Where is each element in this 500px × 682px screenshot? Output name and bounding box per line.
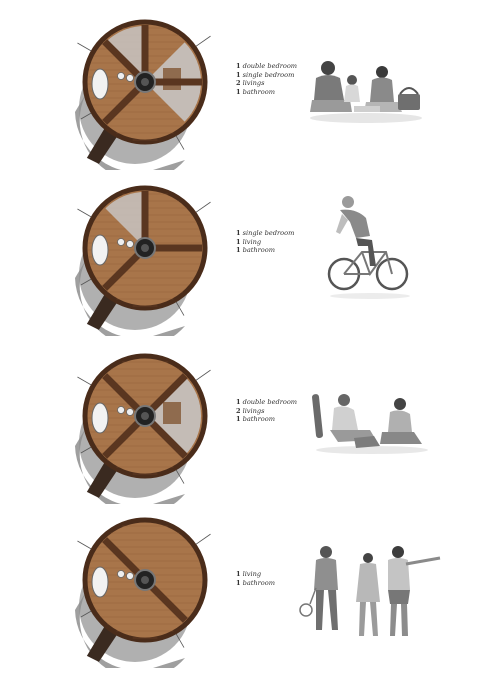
round-house-plan xyxy=(60,508,230,668)
sink-icon xyxy=(117,570,125,578)
round-house-plan xyxy=(60,344,230,504)
round-house-plan xyxy=(60,10,230,170)
couple-sitting-image xyxy=(310,390,430,456)
sink-icon xyxy=(117,238,125,246)
plan-svg xyxy=(75,185,211,336)
cyclist-image xyxy=(326,196,412,300)
core-hub xyxy=(141,244,149,252)
bathtub-icon xyxy=(91,402,109,434)
entrance-stair xyxy=(86,461,119,498)
bathtub-icon xyxy=(91,234,109,266)
round-house-plan xyxy=(60,176,230,336)
friends-walking-image xyxy=(296,544,446,640)
plan-svg xyxy=(75,19,211,170)
bathtub-icon xyxy=(91,68,109,100)
entrance-stair xyxy=(86,127,119,164)
bed-icon xyxy=(163,402,181,424)
toilet-icon xyxy=(126,572,134,580)
sink-icon xyxy=(117,72,125,80)
plan-svg xyxy=(75,353,211,504)
bedroom-area xyxy=(105,192,145,248)
toilet-icon xyxy=(126,240,134,248)
plan-svg xyxy=(75,517,211,668)
bathtub-icon xyxy=(91,566,109,598)
core-hub xyxy=(141,412,149,420)
entrance-stair xyxy=(86,293,119,330)
sink-icon xyxy=(117,406,125,414)
toilet-icon xyxy=(126,74,134,82)
core-hub xyxy=(141,78,149,86)
core-hub xyxy=(141,576,149,584)
toilet-icon xyxy=(126,408,134,416)
family-picnic-image xyxy=(306,54,426,126)
entrance-stair xyxy=(86,625,119,662)
